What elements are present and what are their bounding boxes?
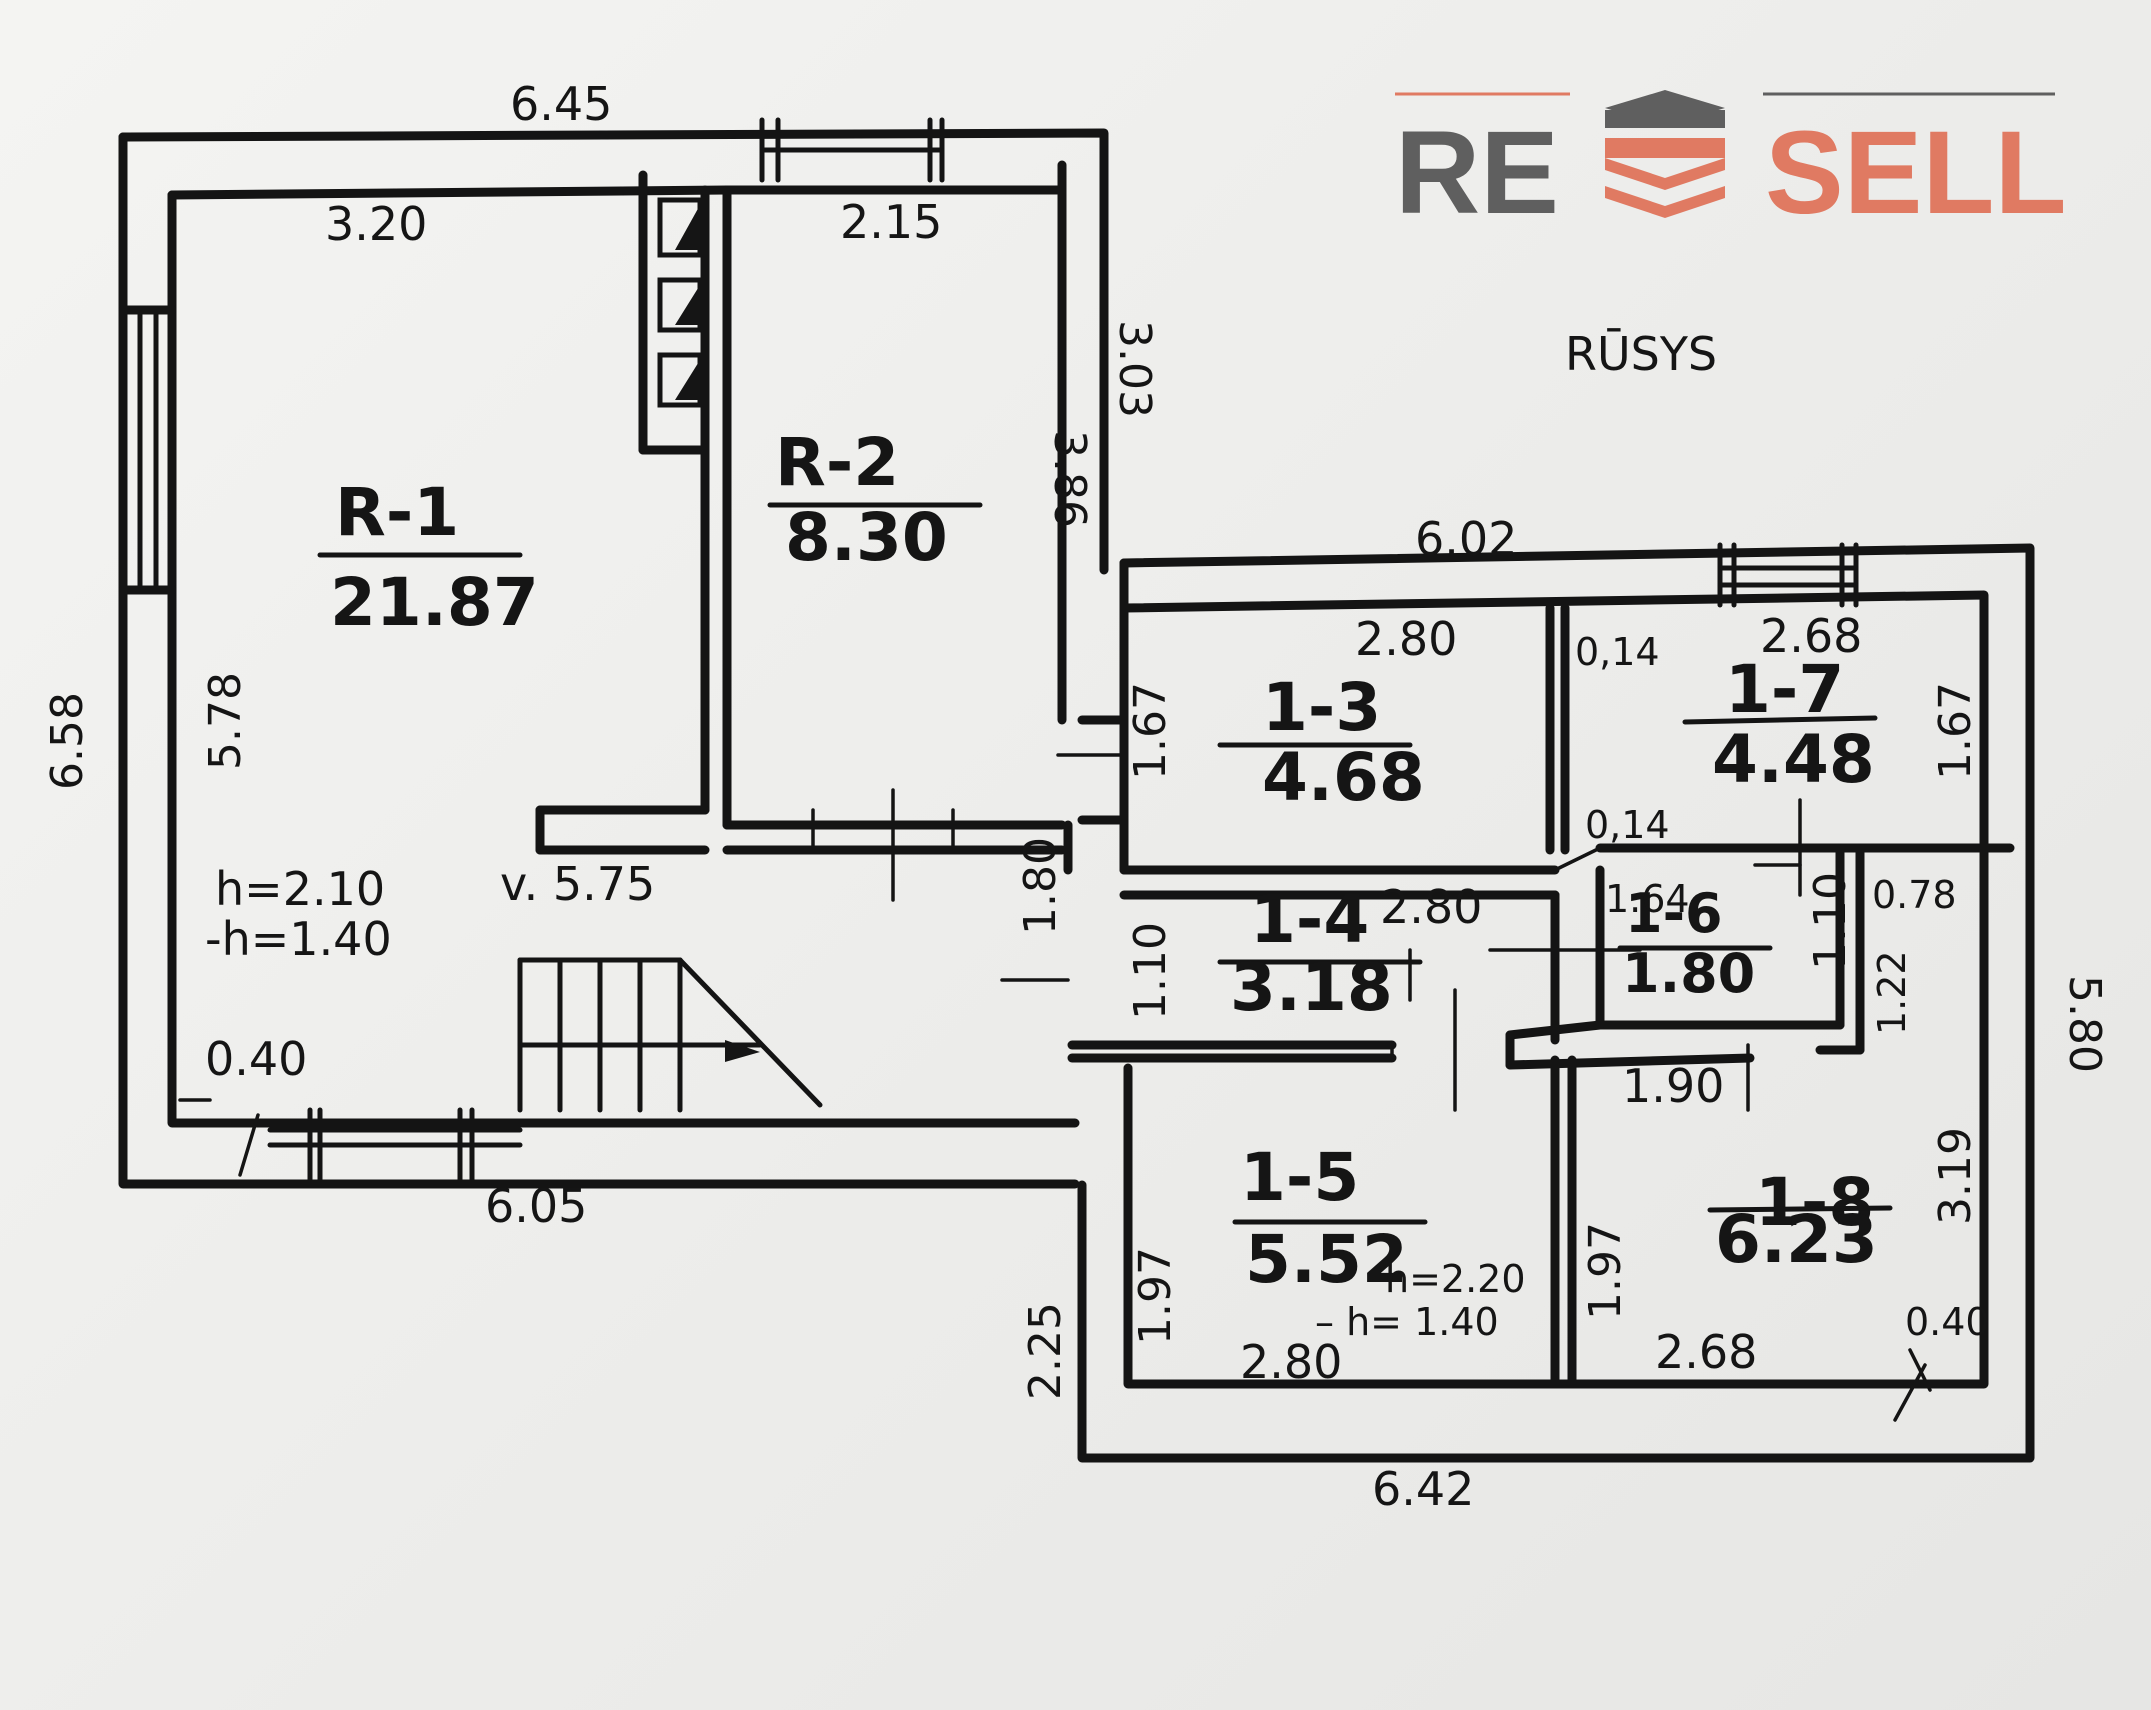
dim-wall-left: 0.40 [205,1032,307,1086]
room-label: 1-7 [1725,651,1844,728]
dim-r15-height: 1.97 [1130,1247,1181,1345]
dim-r16-width: 1.64 [1605,877,1690,921]
dim-bottom-left: 6.05 [485,1179,587,1233]
room-r1: R-1 21.87 [317,474,539,641]
dim-lower-left: 2.25 [1020,1302,1071,1400]
room-area: 21.87 [330,564,539,641]
dim-r1-height: 5.78 [200,672,251,770]
dim-r13-width: 2.80 [1355,612,1457,666]
dim-gap-b: 0,14 [1585,803,1670,847]
note-v: v. 5.75 [500,857,655,911]
note-h1: h=2.10 [215,862,385,916]
room-label: R-2 [775,424,899,501]
resell-logo: RE SELL [1395,90,2067,228]
note-h2: -h=1.40 [205,912,392,966]
logo-text-right: SELL [1765,107,2067,228]
dim-r18-width: 2.68 [1655,1325,1757,1379]
room-label: 1-6 [1625,882,1723,945]
dim-r15-width: 2.80 [1240,1335,1342,1389]
stacked-layers-icon [1605,90,1725,218]
walls [118,117,1109,1189]
room-area: 4.48 [1712,721,1875,798]
room-label: 1-5 [1240,1139,1359,1216]
dim-r14-width: 2.80 [1380,880,1482,934]
logo-text-left: RE [1395,107,1559,228]
notes: RŪSYS h=2.10 -h=1.40 v. 5.75 h=2.20 – h=… [205,327,1717,1344]
room-r2: R-2 8.30 [767,424,983,576]
room-1-5: 1-5 5.52 [1232,1139,1428,1298]
room-1-8: 1-8 6.23 [1707,1164,1893,1278]
dim-left-overall: 6.58 [42,692,93,790]
dim-r14-height: 1.10 [1125,922,1176,1020]
dim-right-overall: 5.80 [2059,975,2110,1073]
dim-wall-right: 0.40 [1905,1300,1990,1344]
dim-r17-height: 1.67 [1930,682,1981,780]
dim-r16-side-h: 1.22 [1870,950,1914,1035]
room-labels: R-1 21.87 R-2 8.30 1-3 4.68 1-7 4.48 1-4… [317,424,1893,1298]
dim-mid-top: 6.02 [1415,512,1517,566]
dim-r1-width: 3.20 [325,197,427,251]
room-1-6: 1-6 1.80 [1617,882,1773,1005]
dim-gap-a: 0,14 [1575,630,1660,674]
note-h3: h=2.20 [1385,1257,1526,1301]
dimension-labels-vertical: 3.86 3.03 6.58 5.78 1.67 1.67 1.80 1.10 … [42,320,2110,1400]
room-area: 3.18 [1230,949,1393,1026]
room-1-3: 1-3 4.68 [1217,669,1425,816]
annotation-top: RŪSYS [1565,327,1717,381]
dim-right-upper: 3.03 [1109,320,1160,418]
dim-r16-height: 1.10 [1805,872,1856,970]
dim-r18-left-h: 1.97 [1580,1222,1631,1320]
room-area: 6.23 [1715,1201,1878,1278]
dim-bottom-overall: 6.42 [1372,1462,1474,1516]
dimension-labels: 6.45 3.20 2.15 6.02 2.80 0,14 2.68 0,14 … [205,77,1990,1516]
room-1-4: 1-4 3.18 [1217,881,1423,1026]
dim-r2-height: 3.86 [1044,430,1095,528]
dim-r17-width: 2.68 [1760,609,1862,663]
dim-r18-height: 3.19 [1930,1127,1981,1225]
room-area: 8.30 [785,499,948,576]
note-h4: – h= 1.40 [1315,1300,1499,1344]
room-area: 5.52 [1245,1221,1408,1298]
dim-left-mid: 1.80 [1015,837,1066,935]
room-1-7: 1-7 4.48 [1682,651,1878,798]
room-area: 4.68 [1262,739,1425,816]
dim-r16-side: 0.78 [1872,873,1957,917]
room-label: 1-4 [1250,881,1369,958]
dim-r16-bottom: 1.90 [1622,1059,1724,1113]
room-label: 1-3 [1262,669,1381,746]
walls-right [1000,542,2035,1463]
dim-r13-height: 1.67 [1125,682,1176,780]
room-label: R-1 [335,474,459,551]
room-label: 1-8 [1755,1164,1874,1241]
dim-r2-width: 2.15 [840,195,942,249]
room-area: 1.80 [1622,942,1755,1005]
dim-top-overall: 6.45 [510,77,612,131]
